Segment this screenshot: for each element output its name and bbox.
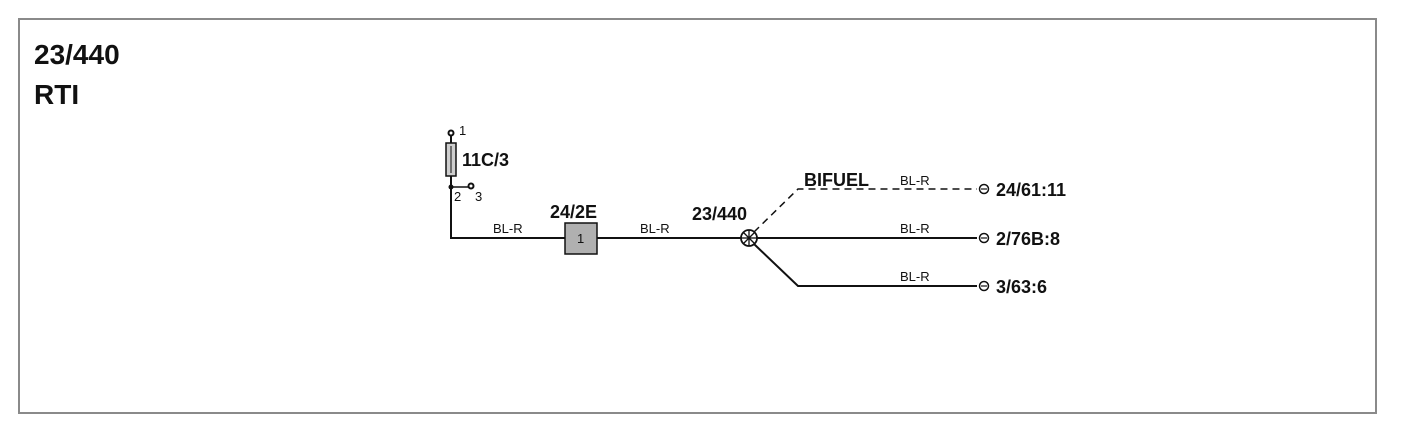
diagram-code: 23/440 [34, 39, 120, 70]
fuse-pin-1-label: 1 [459, 123, 466, 138]
fuse-pin-2-label: 2 [454, 189, 461, 204]
connector-body [564, 222, 598, 255]
wire-branch-bifuel [753, 188, 977, 233]
wire-fuse-to-connector [450, 189, 565, 239]
diagram-frame [18, 18, 1377, 414]
wire-branch-3 [753, 243, 977, 287]
wire-label-1: BL-R [493, 221, 523, 236]
fuse-pin-3-terminal [467, 182, 475, 190]
wire-label-5: BL-R [900, 269, 930, 284]
connector-24-2e: 24/2E 1 [550, 202, 598, 255]
fuse-id-label: 11C/3 [462, 150, 509, 170]
wire-label-2: BL-R [640, 221, 670, 236]
splice-id-label: 23/440 [692, 204, 747, 224]
variant-label: BIFUEL [804, 170, 869, 190]
fuse-pin-1-terminal [447, 129, 455, 137]
terminal-1-label: 24/61:11 [996, 180, 1066, 200]
wire-label-4: BL-R [900, 221, 930, 236]
splice-23-440: 23/440 [692, 204, 758, 247]
fuse-11c3: 1 2 3 11C/3 [445, 123, 509, 204]
fuse-pin-3-label: 3 [475, 189, 482, 204]
terminal-2-label: 2/76B:8 [996, 229, 1060, 249]
connector-id-label: 24/2E [550, 202, 597, 222]
wire-label-3: BL-R [900, 173, 930, 188]
terminal-3-label: 3/63:6 [996, 277, 1047, 297]
connector-pin-label: 1 [577, 231, 584, 246]
diagram-name: RTI [34, 79, 79, 110]
